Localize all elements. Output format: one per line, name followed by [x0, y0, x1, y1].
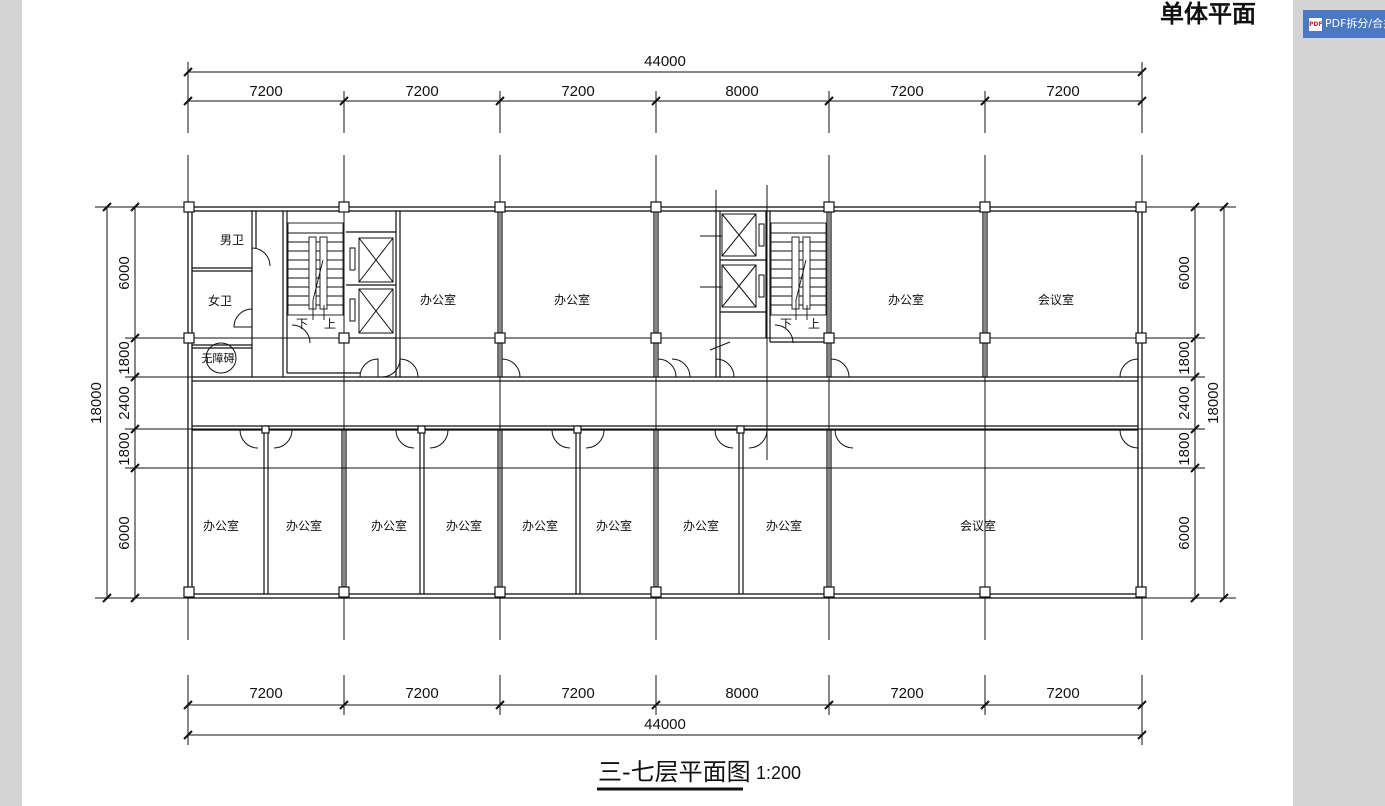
left-segment-dim: 6000 — [116, 256, 133, 289]
right-segment-dim: 1800 — [1176, 432, 1193, 465]
bottom-bay-dim: 7200 — [405, 685, 438, 702]
columns — [183, 201, 1147, 598]
right-segment-dim: 6000 — [1176, 516, 1193, 549]
room-label-meeting: 会议室 — [960, 518, 996, 533]
elevators — [349, 190, 765, 351]
right-segment-dim: 2400 — [1176, 386, 1193, 419]
left-segment-dim: 2400 — [116, 386, 133, 419]
top-bay-dim: 7200 — [405, 83, 438, 100]
room-label-office: 办公室 — [420, 292, 456, 307]
outer-walls — [187, 206, 1143, 599]
top-total-dim: 44000 — [644, 53, 686, 70]
right-total-dim: 18000 — [1205, 382, 1222, 424]
stair-up-label: 上 — [808, 317, 820, 331]
left-total-dim: 18000 — [88, 382, 105, 424]
bottom-bay-dim: 7200 — [1046, 685, 1079, 702]
room-label-womens-wc: 女卫 — [208, 293, 232, 308]
room-label-office: 办公室 — [683, 518, 719, 533]
axis-lines — [95, 155, 1236, 640]
bottom-bay-dim: 7200 — [561, 685, 594, 702]
door-swings — [233, 247, 1139, 449]
room-label-office: 办公室 — [766, 518, 802, 533]
top-dimension-lines — [183, 62, 1147, 133]
top-partitions — [192, 185, 988, 460]
room-label-office: 办公室 — [888, 292, 924, 307]
right-segment-dim: 1800 — [1176, 341, 1193, 374]
plan-caption-scale: 1:200 — [756, 763, 801, 783]
room-label-office: 办公室 — [554, 292, 590, 307]
bottom-bay-dim: 7200 — [249, 685, 282, 702]
room-label-office: 办公室 — [446, 518, 482, 533]
room-label-office: 办公室 — [522, 518, 558, 533]
pdf-button-label: PDF拆分/合并 — [1325, 17, 1385, 30]
bottom-dimension-lines — [183, 675, 1147, 745]
room-label-office: 办公室 — [596, 518, 632, 533]
room-labels: 男卫 女卫 无障碍 下 上 下 上 办公室 办公室 办公室 会议室 办公室 办公… — [202, 233, 1075, 533]
room-label-office: 办公室 — [286, 518, 322, 533]
room-label-accessible-wc: 无障碍 — [202, 351, 235, 365]
dimension-labels: 44000 7200 7200 7200 8000 7200 7200 7200… — [88, 53, 1222, 733]
accessible-turning-circle — [205, 342, 237, 374]
side-panel — [1293, 0, 1385, 806]
stair-up-label: 上 — [324, 317, 336, 331]
left-segment-dim: 1800 — [116, 432, 133, 465]
stair-left — [287, 222, 344, 320]
top-bay-dim: 7200 — [561, 83, 594, 100]
top-bay-dim: 8000 — [725, 83, 758, 100]
top-bay-dim: 7200 — [249, 83, 282, 100]
room-label-meeting: 会议室 — [1038, 292, 1074, 307]
left-segment-dim: 6000 — [116, 516, 133, 549]
room-label-mens-wc: 男卫 — [220, 233, 244, 247]
drawing-page — [22, 0, 1293, 806]
stair-down-label: 下 — [780, 317, 792, 331]
pdf-icon: PDF — [1309, 17, 1322, 31]
bottom-bay-dim: 8000 — [725, 685, 758, 702]
stair-down-label: 下 — [296, 317, 308, 331]
plan-caption: 三-七层平面图 1:200 — [598, 758, 801, 786]
left-segment-dim: 1800 — [116, 341, 133, 374]
bottom-bay-dim: 7200 — [890, 685, 923, 702]
corridor-walls — [192, 376, 1138, 431]
stair-right — [770, 222, 827, 320]
top-bay-dim: 7200 — [890, 83, 923, 100]
plan-caption-title: 三-七层平面图 — [598, 758, 751, 786]
right-segment-dim: 6000 — [1176, 256, 1193, 289]
bottom-partitions — [263, 430, 832, 594]
bottom-total-dim: 44000 — [644, 716, 686, 733]
top-bay-dim: 7200 — [1046, 83, 1079, 100]
room-label-office: 办公室 — [203, 518, 239, 533]
sheet-title: 单体平面 — [1160, 0, 1256, 28]
room-label-office: 办公室 — [371, 518, 407, 533]
